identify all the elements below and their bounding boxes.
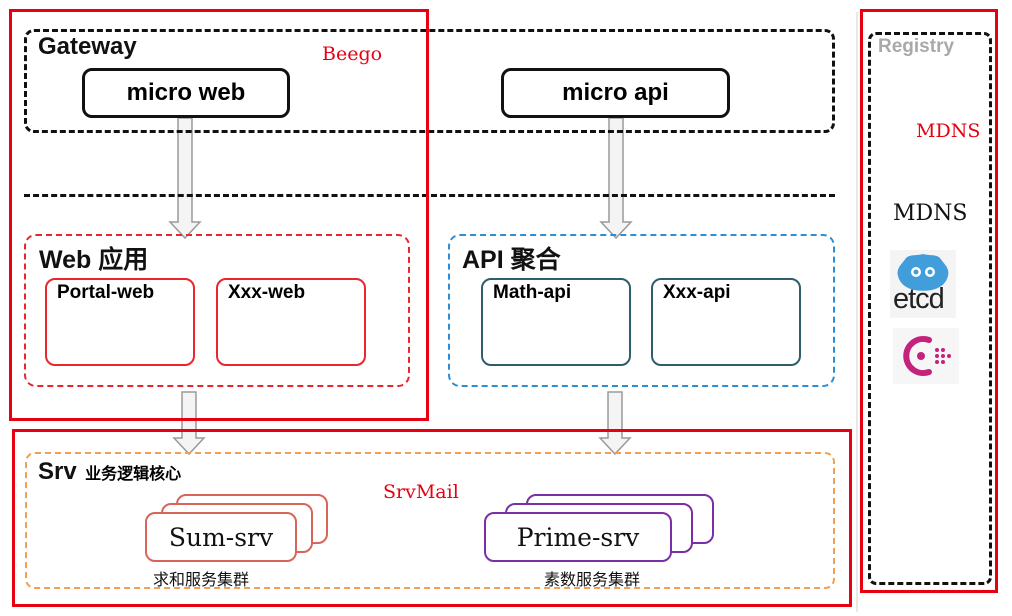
mdns-label: MDNS — [893, 201, 968, 226]
xxx-web-node: Xxx-web — [216, 278, 366, 366]
arrow-webapp-to-srv — [172, 391, 206, 456]
micro-api-node: micro api — [501, 68, 730, 118]
xxx-api-label: Xxx-api — [663, 282, 731, 303]
gateway-region — [24, 29, 835, 133]
xxx-web-label: Xxx-web — [228, 282, 306, 303]
consul-logo-icon — [903, 336, 951, 376]
math-api-node: Math-api — [481, 278, 631, 366]
srv-region — [25, 452, 835, 589]
beego-annotation: Beego — [322, 43, 383, 65]
consul-logo — [893, 328, 959, 384]
api-agg-title: API 聚合 — [462, 246, 561, 274]
portal-web-label: Portal-web — [57, 282, 155, 303]
beego-highlight-box — [9, 9, 429, 421]
etcd-logo: etcd — [890, 250, 956, 318]
xxx-api-node: Xxx-api — [651, 278, 801, 366]
srv-title: Srv — [38, 458, 77, 485]
registry-title: Registry — [878, 36, 955, 57]
sum-srv-label: Sum-srv — [168, 522, 274, 552]
math-api-label: Math-api — [493, 282, 572, 303]
registry-region — [868, 32, 992, 585]
arrow-apiagg-to-srv — [598, 391, 632, 456]
srv-heading: Srv 业务逻辑核心 — [38, 458, 181, 486]
sum-srv-node: Sum-srv — [145, 512, 297, 562]
arrow-web-to-webapp — [168, 117, 202, 240]
api-agg-region — [448, 234, 835, 387]
prime-srv-node: Prime-srv — [484, 512, 672, 562]
micro-web-node: micro web — [82, 68, 290, 118]
web-app-region — [24, 234, 410, 387]
sum-srv-caption: 求和服务集群 — [153, 572, 250, 589]
prime-srv-caption: 素数服务集群 — [544, 572, 641, 589]
gateway-title: Gateway — [38, 33, 137, 60]
etcd-logo-icon — [897, 254, 949, 291]
mdns-highlight-box — [860, 9, 998, 593]
srv-subtitle: 业务逻辑核心 — [85, 466, 182, 483]
srvmail-highlight-box — [12, 429, 852, 607]
arrow-api-to-apiagg — [599, 117, 633, 240]
prime-srv-label: Prime-srv — [516, 522, 640, 552]
srvmail-annotation: SrvMail — [383, 481, 459, 503]
portal-web-node: Portal-web — [45, 278, 195, 366]
web-app-title: Web 应用 — [39, 246, 149, 274]
registry-divider — [856, 12, 858, 612]
etcd-wordmark: etcd — [893, 283, 945, 315]
separator-line — [24, 194, 835, 197]
mdns-annotation: MDNS — [916, 120, 981, 142]
